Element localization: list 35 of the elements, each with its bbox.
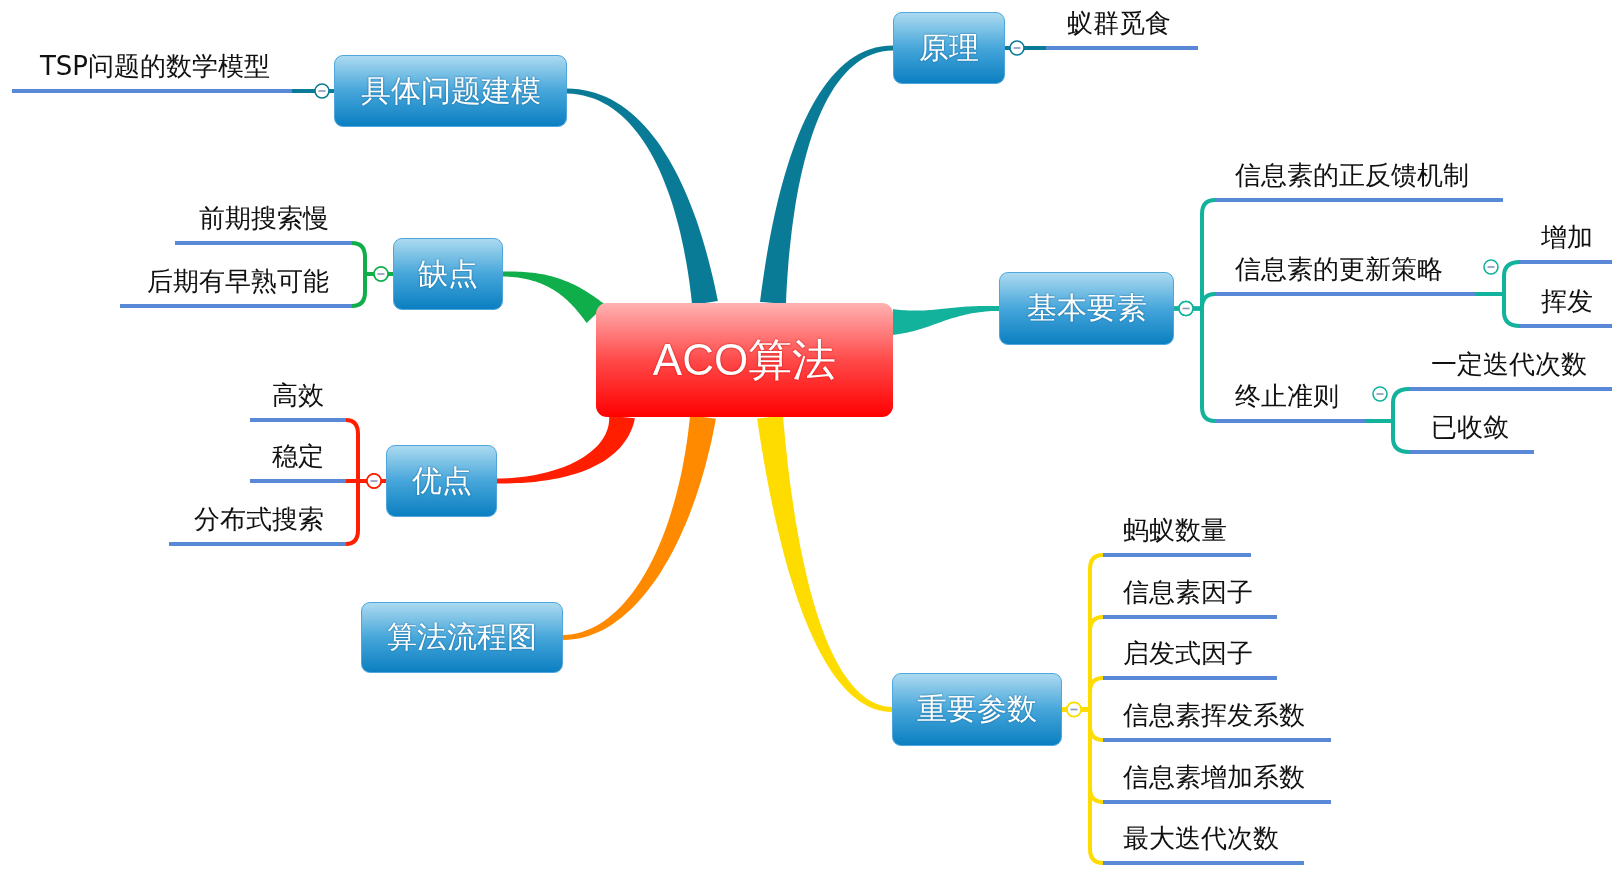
branch-line xyxy=(497,415,635,484)
underlined-topic: 前期搜索慢 xyxy=(175,201,352,245)
central-topic-box: ACO算法 xyxy=(596,303,893,417)
topic-box: 具体问题建模 xyxy=(334,55,567,127)
underlined-topic: 信息素增加系数 xyxy=(1103,760,1331,804)
underlined-topic: 信息素挥发系数 xyxy=(1103,698,1331,742)
topic-box: 算法流程图 xyxy=(361,602,563,673)
underlined-topic: 信息素因子 xyxy=(1103,575,1277,619)
connector-line xyxy=(292,83,334,99)
underlined-topic: 最大迭代次数 xyxy=(1103,821,1304,865)
branch-line xyxy=(893,305,999,335)
underlined-topic: 已收敛 xyxy=(1409,410,1534,454)
underlined-topic: TSP问题的数学模型 xyxy=(12,49,292,93)
underlined-topic: 分布式搜索 xyxy=(169,502,346,546)
underlined-topic: 信息素的更新策略 xyxy=(1215,252,1476,296)
underlined-topic: 信息素的正反馈机制 xyxy=(1215,158,1503,202)
branch-line xyxy=(563,415,716,640)
underlined-topic: 后期有早熟可能 xyxy=(120,264,352,308)
underlined-topic: 蚂蚁数量 xyxy=(1103,513,1251,557)
underlined-topic: 终止准则 xyxy=(1215,379,1365,423)
underlined-topic: 启发式因子 xyxy=(1103,636,1277,680)
underlined-topic: 挥发 xyxy=(1520,284,1612,328)
connector-line xyxy=(1005,40,1046,56)
topic-box: 原理 xyxy=(893,12,1005,84)
topic-box: 优点 xyxy=(386,445,497,517)
topic-box: 基本要素 xyxy=(999,272,1174,345)
underlined-topic: 高效 xyxy=(250,378,346,422)
underlined-topic: 稳定 xyxy=(250,439,346,483)
branch-line xyxy=(760,45,893,305)
topic-box: 重要参数 xyxy=(892,673,1062,746)
underlined-topic: 一定迭代次数 xyxy=(1409,347,1612,391)
branch-line xyxy=(757,415,892,712)
underlined-topic: 蚁群觅食 xyxy=(1046,6,1198,50)
topic-box: 缺点 xyxy=(393,238,503,310)
underlined-topic: 增加 xyxy=(1520,220,1612,264)
